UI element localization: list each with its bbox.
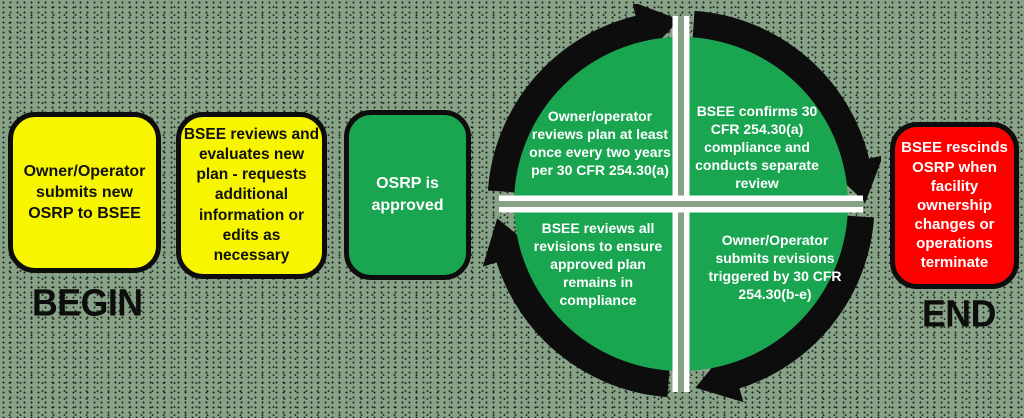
quadrant-bottom-right-text: Owner/Operator submits revisions trigger…	[708, 231, 842, 303]
quadrant-top-right-text: BSEE confirms 30 CFR 254.30(a) complianc…	[695, 102, 819, 192]
quadrant-top-left-text: Owner/operator reviews plan at least onc…	[529, 107, 671, 179]
flow-box-submit: Owner/Operator submits new OSRP to BSEE	[8, 112, 161, 273]
flow-box-review: BSEE reviews and evaluates new plan - re…	[176, 112, 327, 279]
flow-box-review-text: BSEE reviews and evaluates new plan - re…	[183, 126, 320, 264]
quadrant-bottom-left-text: BSEE reviews all revisions to ensure app…	[533, 219, 663, 309]
cycle-arrow-bottom-to-left-arc	[482, 218, 670, 398]
flow-box-rescind-text: BSEE rescinds OSRP when facility ownersh…	[901, 139, 1008, 272]
cycle-arrow-right-to-bottom-arc	[695, 215, 875, 403]
cycle-arrow-left-to-top-arc	[487, 4, 680, 193]
review-cycle: Owner/operator reviews plan at least onc…	[481, 4, 881, 404]
cycle-arrow-top-to-right-arc	[692, 10, 881, 203]
flow-box-approved: OSRP is approved	[344, 110, 471, 280]
cycle-arrow-ring	[482, 4, 881, 403]
end-label: END	[922, 293, 996, 336]
cycle-cross-divider	[499, 16, 863, 392]
flow-box-rescind: BSEE rescinds OSRP when facility ownersh…	[890, 122, 1019, 289]
flow-box-approved-text: OSRP is approved	[371, 174, 444, 214]
flow-box-submit-text: Owner/Operator submits new OSRP to BSEE	[23, 162, 146, 223]
cycle-diagram-svg	[482, 4, 881, 403]
begin-label: BEGIN	[32, 282, 143, 325]
